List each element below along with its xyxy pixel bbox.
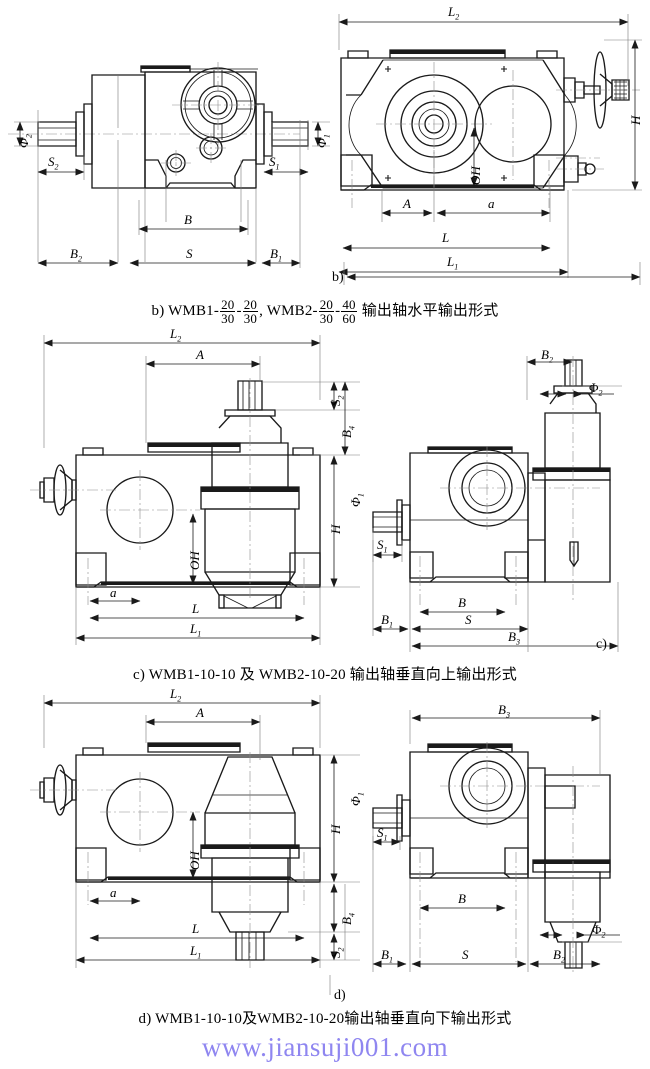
caption-c: c) WMB1-10-10 及 WMB2-10-20 输出轴垂直向上输出形式: [133, 667, 517, 683]
section-b-side-view: [338, 14, 642, 285]
label-s1-d-right: S1: [377, 825, 388, 843]
label-s1-b-front: S1: [269, 154, 280, 172]
label-b-b-front: B: [184, 212, 192, 227]
section-c-side-view: [30, 335, 360, 645]
section-marker-d: d): [334, 988, 346, 1003]
section-d-front-view: [329, 710, 622, 995]
watermark: www.jiansuji001.com: [201, 1032, 449, 1062]
label-b3-c-right: B3: [508, 629, 520, 647]
label-l2-d-left: L2: [170, 686, 182, 704]
label-s2-c-left: S2: [328, 395, 346, 407]
label-b2-d-right: B2: [553, 947, 565, 965]
label-b-c-right: B: [458, 595, 466, 610]
label-oh-d-left: OH: [187, 851, 202, 870]
label-b1-c-right: B1: [381, 612, 393, 630]
section-c-front-view: [372, 356, 622, 652]
label-phi1-b-front: Φ1: [314, 134, 332, 148]
label-h-c-left: H: [328, 524, 343, 534]
label-a-lower-b-side: a: [488, 196, 495, 211]
label-a-lower-c-left: a: [110, 585, 117, 600]
label-oh-c-left: OH: [187, 551, 202, 570]
label-b1-b-front: B1: [270, 246, 282, 264]
label-s-b-front: S: [186, 246, 193, 261]
label-l-b-side: L: [442, 230, 450, 245]
label-a-lower-d-left: a: [110, 885, 117, 900]
label-l2-c-left: L2: [170, 326, 182, 344]
label-s-d-right: S: [462, 947, 469, 962]
label-h-d-left: H: [328, 824, 343, 834]
label-b3-d-right: B3: [498, 702, 510, 720]
label-phi2-d-right: Φ2: [592, 922, 606, 940]
label-l2-b-side: L2: [448, 4, 460, 22]
label-l1-c-left: L1: [190, 621, 202, 639]
label-s1-c-right: S1: [377, 537, 388, 555]
label-phi1-d-left: Φ1: [348, 792, 366, 806]
label-h-b-side: H: [628, 115, 643, 125]
label-phi2-b-front: Φ2: [16, 134, 34, 148]
label-a-upper-d-left: A: [196, 705, 204, 720]
section-d-side-view: [30, 695, 360, 968]
label-oh-b-side: OH: [468, 166, 483, 185]
label-b2-c-right: B2: [541, 347, 553, 365]
label-s2-b-front: S2: [48, 154, 59, 172]
label-a-upper-b-side: A: [403, 196, 411, 211]
section-marker-c: c): [596, 637, 607, 652]
section-marker-b: b): [332, 270, 344, 285]
label-b2-b-front: B2: [70, 246, 82, 264]
label-b4-c-left: B4: [339, 426, 357, 438]
label-l-d-left: L: [192, 921, 200, 936]
caption-d: d) WMB1-10-10及WMB2-10-20输出轴垂直向下输出形式: [138, 1011, 512, 1027]
label-b4-d-left: B4: [339, 913, 357, 925]
label-s-c-right: S: [465, 612, 472, 627]
label-b-d-right: B: [458, 891, 466, 906]
label-a-upper-c-left: A: [196, 347, 204, 362]
section-b-front-view: [8, 62, 330, 268]
label-l-c-left: L: [192, 601, 200, 616]
label-b1-d-right: B1: [381, 947, 393, 965]
label-phi1-c-left: Φ1: [348, 493, 366, 507]
label-l1-d-left: L1: [190, 943, 202, 961]
label-l1-b-side: L1: [447, 254, 459, 272]
label-s2-d-left: S2: [328, 947, 346, 959]
label-phi2-c-right: Φ2: [589, 380, 603, 398]
